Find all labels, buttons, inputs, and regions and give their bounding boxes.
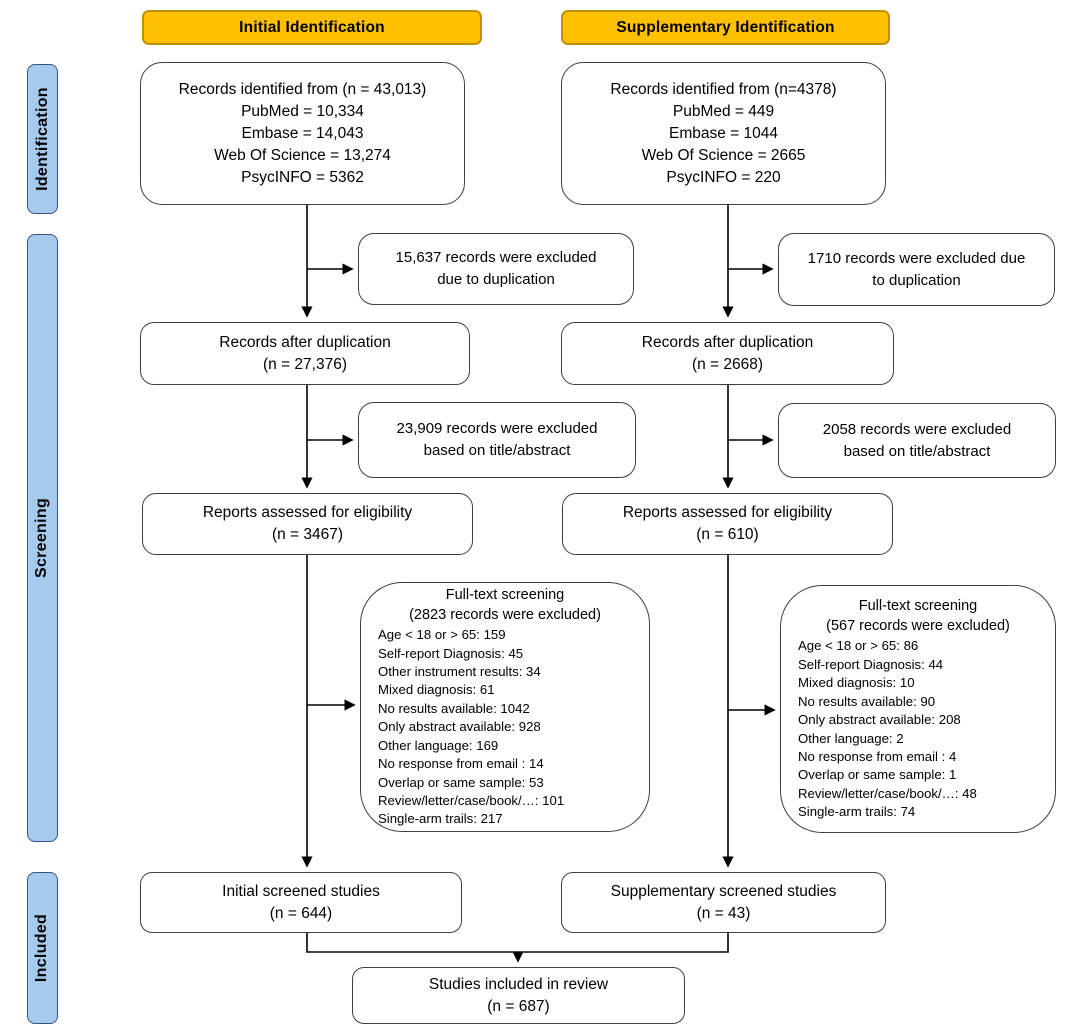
box-duplicates-excluded-initial: 15,637 records were excluded due to dupli… xyxy=(358,233,634,305)
stage-label-included: Included xyxy=(27,872,58,1024)
box-text-line: Records identified from (n = 43,013) xyxy=(178,80,427,98)
fulltext-exclusion-reasons: Age < 18 or > 65: 86 Self-report Diagnosi… xyxy=(781,637,1055,821)
exclusion-reason: Self-report Diagnosis: 45 xyxy=(378,645,524,661)
box-text-line: 2058 records were excluded xyxy=(822,420,1012,438)
box-title-abstract-excluded-supplementary: 2058 records were excluded based on title… xyxy=(778,403,1056,478)
box-text-line: based on title/abstract xyxy=(843,442,991,460)
exclusion-reason: Other language: 169 xyxy=(378,737,499,753)
box-text-line: Embase = 1044 xyxy=(668,124,778,142)
box-initial-screened-studies: Initial screened studies (n = 644) xyxy=(140,872,462,933)
box-text-line: Initial screened studies xyxy=(222,882,380,900)
exclusion-reason: Age < 18 or > 65: 86 xyxy=(798,638,919,654)
box-fulltext-screening-initial: Full-text screening (2823 records were e… xyxy=(360,582,650,832)
exclusion-reason: Other instrument results: 34 xyxy=(378,664,541,680)
exclusion-reason: Mixed diagnosis: 61 xyxy=(378,682,495,698)
box-text-line: to duplication xyxy=(872,271,961,289)
stage-label-included-text: Included xyxy=(33,913,51,983)
box-text-line: Web Of Science = 2665 xyxy=(641,146,806,164)
box-text-line: Web Of Science = 13,274 xyxy=(214,146,391,164)
box-text-line: Records after duplication xyxy=(219,333,391,351)
box-text-line: (n = 687) xyxy=(487,997,550,1015)
exclusion-reason: Age < 18 or > 65: 159 xyxy=(378,627,506,643)
box-text-line: Supplementary screened studies xyxy=(610,882,837,900)
exclusion-reason: Only abstract available: 928 xyxy=(378,719,541,735)
exclusion-reason: No response from email : 14 xyxy=(378,756,544,772)
box-records-identified-supplementary: Records identified from (n=4378) PubMed =… xyxy=(561,62,886,205)
box-supplementary-screened-studies: Supplementary screened studies (n = 43) xyxy=(561,872,886,933)
exclusion-reason: Review/letter/case/book/…: 101 xyxy=(378,792,565,808)
exclusion-reason: Review/letter/case/book/…: 48 xyxy=(798,785,977,801)
box-studies-included-in-review: Studies included in review (n = 687) xyxy=(352,967,685,1024)
box-text-line: (n = 644) xyxy=(269,904,333,922)
box-duplicates-excluded-supplementary: 1710 records were excluded due to duplica… xyxy=(778,233,1055,306)
box-reports-assessed-initial: Reports assessed for eligibility (n = 346… xyxy=(142,493,473,555)
exclusion-reason: No response from email : 4 xyxy=(798,748,957,764)
exclusion-reason: Self-report Diagnosis: 44 xyxy=(798,656,944,672)
exclusion-reason: Other language: 2 xyxy=(798,730,904,746)
box-text-line: PubMed = 10,334 xyxy=(241,102,364,120)
exclusion-reason: Overlap or same sample: 1 xyxy=(798,767,957,783)
box-text-line: (n = 3467) xyxy=(271,526,344,543)
box-text-line: Records identified from (n=4378) xyxy=(610,80,837,98)
exclusion-reason: No results available: 1042 xyxy=(378,700,530,716)
box-text-line: 15,637 records were excluded xyxy=(395,249,597,266)
box-text-line: (n = 27,376) xyxy=(262,355,348,373)
header-initial-identification: Initial Identification xyxy=(142,10,482,45)
box-after-duplication-initial: Records after duplication (n = 27,376) xyxy=(140,322,470,385)
box-text-line: PubMed = 449 xyxy=(672,102,775,120)
box-text-line: Reports assessed for eligibility xyxy=(622,504,833,521)
stage-label-identification: Identification xyxy=(27,64,58,214)
fulltext-title: Full-text screening xyxy=(858,598,978,615)
exclusion-reason: Only abstract available: 208 xyxy=(798,712,961,728)
exclusion-reason: Single-arm trails: 217 xyxy=(378,811,503,827)
box-text-line: based on title/abstract xyxy=(423,442,571,459)
box-text-line: Embase = 14,043 xyxy=(241,124,364,142)
box-after-duplication-supplementary: Records after duplication (n = 2668) xyxy=(561,322,894,385)
exclusion-reason: No results available: 90 xyxy=(798,693,936,709)
box-fulltext-screening-supplementary: Full-text screening (567 records were ex… xyxy=(780,585,1056,833)
box-text-line: 23,909 records were excluded xyxy=(396,420,598,437)
header-supplementary-identification: Supplementary Identification xyxy=(561,10,890,45)
stage-label-identification-text: Identification xyxy=(33,87,51,191)
box-title-abstract-excluded-initial: 23,909 records were excluded based on tit… xyxy=(358,402,636,478)
box-text-line: (n = 43) xyxy=(696,904,751,922)
exclusion-reason: Overlap or same sample: 53 xyxy=(378,774,544,790)
exclusion-reason: Mixed diagnosis: 10 xyxy=(798,675,915,691)
box-text-line: PsycINFO = 220 xyxy=(666,168,781,186)
exclusion-reason: Single-arm trails: 74 xyxy=(798,804,916,820)
box-records-identified-initial: Records identified from (n = 43,013) PubM… xyxy=(140,62,465,205)
box-text-line: PsycINFO = 5362 xyxy=(241,168,364,186)
box-text-line: Records after duplication xyxy=(641,333,814,351)
fulltext-title: Full-text screening xyxy=(445,587,565,604)
box-reports-assessed-supplementary: Reports assessed for eligibility (n = 610… xyxy=(562,493,893,555)
box-text-line: 1710 records were excluded due xyxy=(807,249,1026,267)
box-text-line: (n = 610) xyxy=(696,526,759,543)
stage-label-screening-text: Screening xyxy=(33,497,51,579)
box-text-line: Reports assessed for eligibility xyxy=(202,504,413,521)
box-text-line: due to duplication xyxy=(437,271,555,288)
stage-label-screening: Screening xyxy=(27,234,58,842)
box-text-line: Studies included in review xyxy=(428,975,609,993)
fulltext-subtitle: (567 records were excluded) xyxy=(826,618,1010,635)
fulltext-subtitle: (2823 records were excluded) xyxy=(409,607,601,624)
box-text-line: (n = 2668) xyxy=(691,355,764,373)
